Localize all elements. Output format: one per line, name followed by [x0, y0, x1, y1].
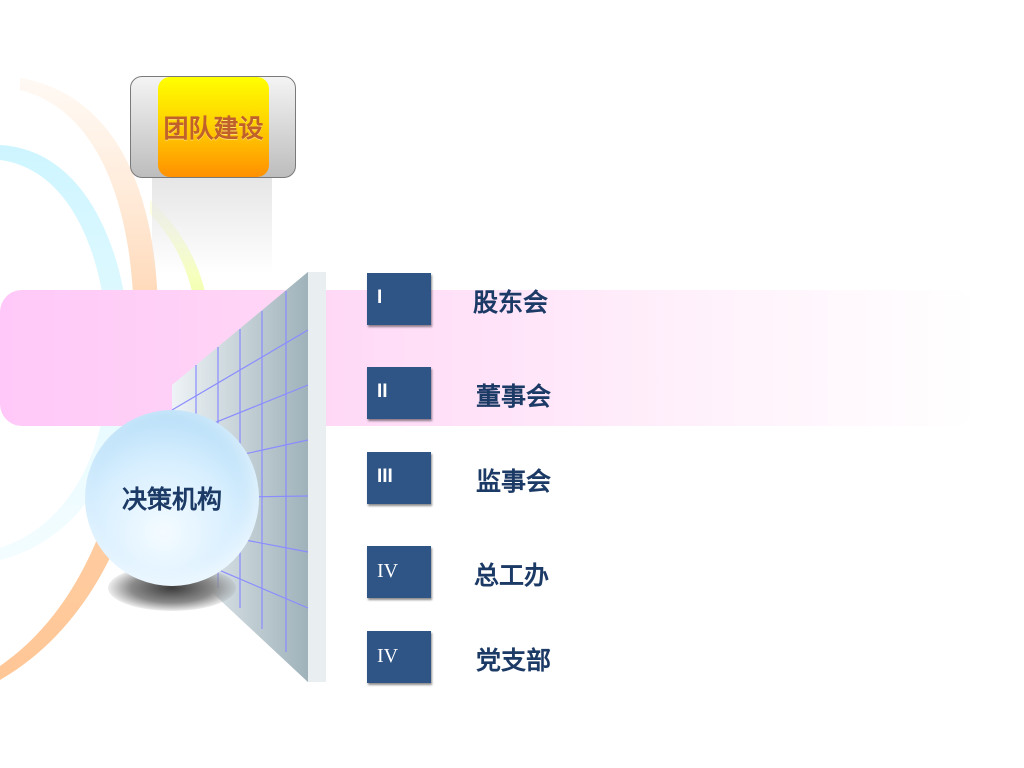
item-label-2: 董事会: [476, 382, 552, 411]
item-box-5: IV: [367, 631, 431, 683]
item-box-1: I: [367, 273, 431, 325]
item-box-4: IV: [367, 546, 431, 598]
title-text: 团队建设: [163, 114, 264, 143]
item-label-4: 总工办: [474, 561, 550, 590]
highlight-banner: [0, 290, 976, 426]
center-label: 决策机构: [121, 485, 222, 514]
item-numeral-2: II: [377, 381, 388, 402]
center-sphere: 决策机构: [85, 410, 259, 586]
title-badge: 团队建设: [158, 77, 269, 177]
item-numeral-1: I: [377, 287, 383, 308]
item-label-1: 股东会: [473, 288, 549, 317]
item-label-5: 党支部: [476, 646, 552, 675]
item-numeral-4: IV: [377, 560, 399, 582]
item-numeral-5: IV: [377, 645, 399, 667]
item-box-2: II: [367, 367, 431, 419]
title-tab-reflection: [152, 178, 272, 274]
item-numeral-3: III: [377, 466, 393, 487]
item-box-3: III: [367, 452, 431, 504]
item-label-3: 监事会: [476, 467, 552, 496]
